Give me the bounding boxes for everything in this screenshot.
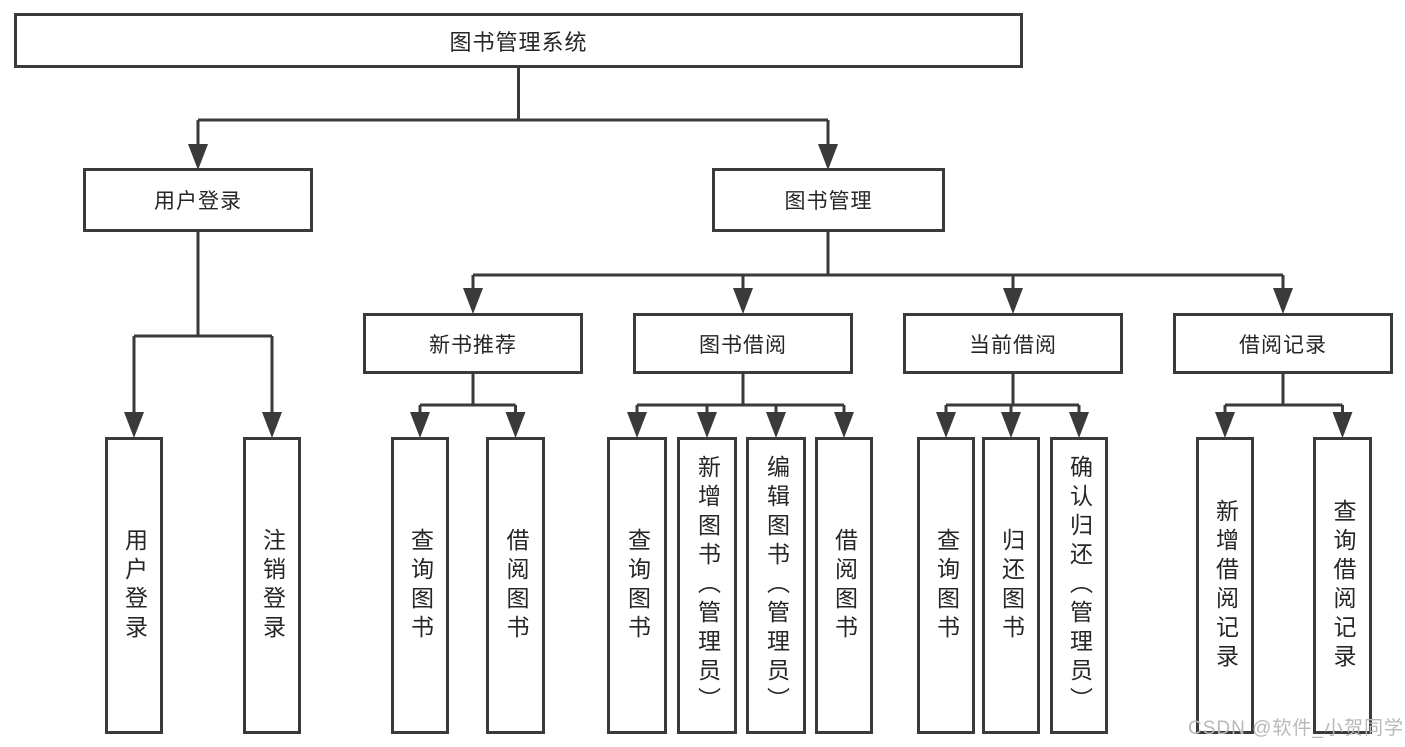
node-new-book-recommend: 新书推荐 <box>363 313 583 374</box>
node-label: 新书推荐 <box>429 333 517 357</box>
leaf-confirm-return-admin: 确认归还（管理员） <box>1050 437 1108 734</box>
leaf-add-book-admin: 新增图书（管理员） <box>677 437 737 734</box>
leaf-query-borrow-record: 查询借阅记录 <box>1313 437 1372 734</box>
leaf-label: 归还图书 <box>998 527 1025 644</box>
node-label: 图书管理 <box>784 190 873 213</box>
leaf-label: 借阅图书 <box>503 527 529 644</box>
leaf-query-books-recommend: 查询图书 <box>391 437 449 734</box>
leaf-query-books-borrowing: 查询图书 <box>607 437 667 734</box>
leaf-return-book: 归还图书 <box>982 437 1040 734</box>
node-label: 图书借阅 <box>699 333 787 357</box>
leaf-add-borrow-record: 新增借阅记录 <box>1196 437 1254 734</box>
leaf-label: 新增图书（管理员） <box>694 455 721 716</box>
leaf-query-books-current: 查询图书 <box>917 437 975 734</box>
node-label: 当前借阅 <box>969 333 1057 357</box>
leaf-label: 用户登录 <box>121 527 148 644</box>
node-current-borrowing: 当前借阅 <box>903 313 1123 374</box>
leaf-user-login: 用户登录 <box>105 437 163 734</box>
node-user-login: 用户登录 <box>83 168 313 232</box>
leaf-label: 查询图书 <box>407 527 434 644</box>
node-label: 图书管理系统 <box>449 29 588 55</box>
leaf-label: 注销登录 <box>259 527 286 644</box>
leaf-logout: 注销登录 <box>243 437 301 734</box>
leaf-label: 查询借阅记录 <box>1330 498 1356 673</box>
leaf-label: 查询图书 <box>624 527 651 644</box>
leaf-label: 查询图书 <box>933 527 960 644</box>
node-label: 用户登录 <box>154 190 242 213</box>
leaf-label: 编辑图书（管理员） <box>763 455 790 716</box>
node-book-borrowing: 图书借阅 <box>633 313 853 374</box>
leaf-edit-book-admin: 编辑图书（管理员） <box>746 437 806 734</box>
node-library-management-system: 图书管理系统 <box>14 13 1023 68</box>
csdn-watermark: CSDN @软件_小贺同学 <box>1188 718 1404 739</box>
node-borrowing-records: 借阅记录 <box>1173 313 1393 374</box>
leaf-label: 新增借阅记录 <box>1212 498 1239 673</box>
node-label: 借阅记录 <box>1239 333 1327 357</box>
leaf-borrow-books-recommend: 借阅图书 <box>486 437 545 734</box>
leaf-label: 确认归还（管理员） <box>1066 455 1093 716</box>
node-book-management: 图书管理 <box>712 168 945 232</box>
leaf-borrow-books-borrowing: 借阅图书 <box>815 437 873 734</box>
leaf-label: 借阅图书 <box>831 527 858 644</box>
